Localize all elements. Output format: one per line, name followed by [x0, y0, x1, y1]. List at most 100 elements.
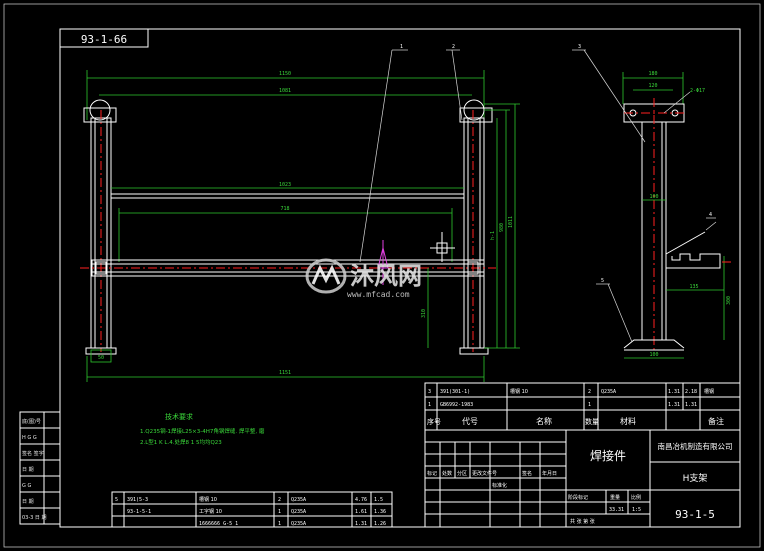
lower-row-1-code: 391(5-3 — [127, 497, 148, 503]
stage-label: 阶段标记 — [568, 494, 588, 501]
parts-header-no: 序号 — [427, 417, 441, 426]
dim-vert-a: h-1 — [490, 231, 496, 240]
parts-row-2-w2: 1.31 — [685, 402, 697, 408]
lower-row-3-mat: Q235A — [291, 521, 306, 527]
front-view: 1150 1081 50 1023 718 — [80, 44, 520, 382]
balloon-2: 2 — [452, 44, 455, 50]
balloon-3: 3 — [578, 44, 581, 50]
company-name: 南昌冶机制造有限公司 — [658, 441, 733, 451]
lower-row-2-mat: Q235A — [291, 509, 306, 515]
watermark-name: 沐风网 — [350, 262, 422, 290]
lower-row-2-w1: 1.61 — [355, 509, 367, 515]
rev-label-marking: 标记 — [427, 470, 437, 477]
left-table-row-7: 03-3 日 期 — [22, 515, 47, 521]
dim-side-top: 180 — [648, 71, 657, 77]
lower-row-1-mat: Q235A — [291, 497, 306, 503]
dim-overall-top: 1150 — [279, 71, 291, 77]
side-pad — [665, 253, 721, 269]
left-pipe-clamp — [89, 99, 111, 121]
parts-row-2-no: 1 — [428, 402, 431, 408]
parts-row-1-w1: 1.31 — [668, 389, 680, 395]
drawing-number: 93-1-5 — [675, 508, 715, 521]
parts-header-note: 备注 — [708, 416, 724, 426]
dim-vert-c: 1011 — [508, 216, 514, 228]
dim-side-right: 300 — [726, 296, 732, 305]
sheet-info: 共 张 第 张 — [570, 518, 595, 525]
weight-label: 重量 — [610, 494, 620, 501]
lower-row-2-name: 工字钢 10 — [199, 508, 222, 515]
dim-side-pad: 135 — [689, 284, 698, 290]
rev-label-date: 年月日 — [542, 470, 557, 477]
parts-row-2-w1: 1.31 — [668, 402, 680, 408]
parts-row-1-mat: Q235A — [601, 389, 616, 395]
dim-side-mid: 120 — [648, 83, 657, 89]
left-table-row-3: 签名 签字 — [22, 450, 44, 457]
notes-line-2: 2.L型1 K L.4.处焊8 1 5均均Q23 — [140, 438, 222, 446]
parts-row-1-w2: 2.18 — [685, 389, 697, 395]
lower-row-1-qty: 2 — [278, 497, 281, 503]
right-pipe-clamp — [463, 99, 485, 121]
parts-row-2-code: GB6992-1983 — [440, 402, 473, 408]
dim-side-foot: 100 — [649, 352, 658, 358]
parts-header-mat: 材料 — [620, 416, 636, 426]
parts-row-1-note: 槽钢 — [704, 388, 714, 395]
parts-row-1-qty: 2 — [588, 389, 591, 395]
part-name: H支架 — [683, 472, 708, 484]
lower-row-1-w1: 4.76 — [355, 497, 367, 503]
scale-label: 比例 — [631, 494, 641, 501]
side-foot — [623, 339, 685, 349]
balloon-5: 5 — [601, 278, 604, 284]
dim-bottom-total: 1151 — [279, 370, 291, 376]
rev-label-std: 标准化 — [492, 482, 507, 489]
rev-label-zone: 分区 — [457, 470, 467, 477]
left-table-row-4: 日 期 — [22, 467, 34, 473]
rev-label-sign: 签名 — [522, 470, 532, 477]
lower-row-2-w2: 1.36 — [374, 509, 386, 515]
lower-row-3-name: 1666666 G-5 1 — [199, 521, 238, 527]
lower-row-1-name: 槽钢 10 — [199, 496, 217, 503]
title-block: 标记 处数 分区 更改文件号 签名 年月日 标准化 焊接件 南昌冶机制造有限公司… — [424, 429, 741, 528]
lower-parts-table: 5 391(5-3 槽钢 10 2 Q235A 4.76 1.5 93-1-5-… — [111, 491, 393, 528]
rev-label-change-doc: 更改文件号 — [472, 470, 497, 477]
balloon-1: 1 — [400, 44, 403, 50]
notes-title: 技术要求 — [165, 412, 193, 421]
drawing-title: 焊接件 — [590, 448, 626, 463]
watermark-url: www.mfcad.com — [347, 290, 410, 299]
dim-left-foot: 50 — [98, 355, 104, 361]
side-view: 180 120 2-Φ17 100 135 300 100 3 — [572, 44, 734, 359]
balloon-4: 4 — [709, 212, 712, 218]
lower-row-3-w1: 1.31 — [355, 521, 367, 527]
left-side-table: 底(图)号 H G G 签名 签字 日 期 G G 日 期 03-3 日 期 — [19, 411, 61, 525]
lower-row-2-qty: 1 — [278, 509, 281, 515]
parts-header-qty: 数量 — [585, 417, 599, 426]
dim-vert-d: 310 — [421, 309, 427, 318]
parts-header-code: 代号 — [462, 416, 478, 426]
parts-row-2-qty: 1 — [588, 402, 591, 408]
outer-border — [3, 3, 761, 548]
left-table-row-2: H G G — [22, 435, 37, 441]
lower-row-1-no: 5 — [115, 497, 118, 503]
dim-inner-top: 1081 — [279, 88, 291, 94]
rev-label-count: 处数 — [442, 470, 452, 477]
code-box-text: 93-1-66 — [81, 33, 127, 46]
left-table-row-6: 日 期 — [22, 499, 34, 505]
code-box — [59, 28, 149, 48]
dim-side-stem: 100 — [649, 194, 658, 200]
inner-frame — [59, 28, 741, 528]
notes-line-1: 1.Q235钢-1焊接L25×3-4H7角钢焊缝. 焊平整, 磨 — [140, 427, 265, 435]
lower-row-3-qty: 1 — [278, 521, 281, 527]
lower-row-3-w2: 1.26 — [374, 521, 386, 527]
dim-hole-note: 2-Φ17 — [690, 88, 705, 94]
weight-value: 33.31 — [609, 507, 624, 513]
parts-row-1-name: 槽钢 10 — [510, 388, 528, 395]
dim-vert-b: 980 — [499, 223, 505, 232]
parts-row-1-no: 3 — [428, 389, 431, 395]
watermark: 沐风网 www.mfcad.com — [305, 258, 422, 299]
watermark-logo-icon — [305, 258, 347, 294]
parts-list: 3 391(301-1) 槽钢 10 2 Q235A 1.31 2.18 槽钢 … — [424, 382, 741, 431]
scale-value: 1:5 — [632, 507, 641, 513]
right-upright — [463, 117, 485, 349]
lower-row-2-code: 93-1-5-1 — [127, 509, 151, 515]
lower-row-1-w2: 1.5 — [374, 497, 383, 503]
